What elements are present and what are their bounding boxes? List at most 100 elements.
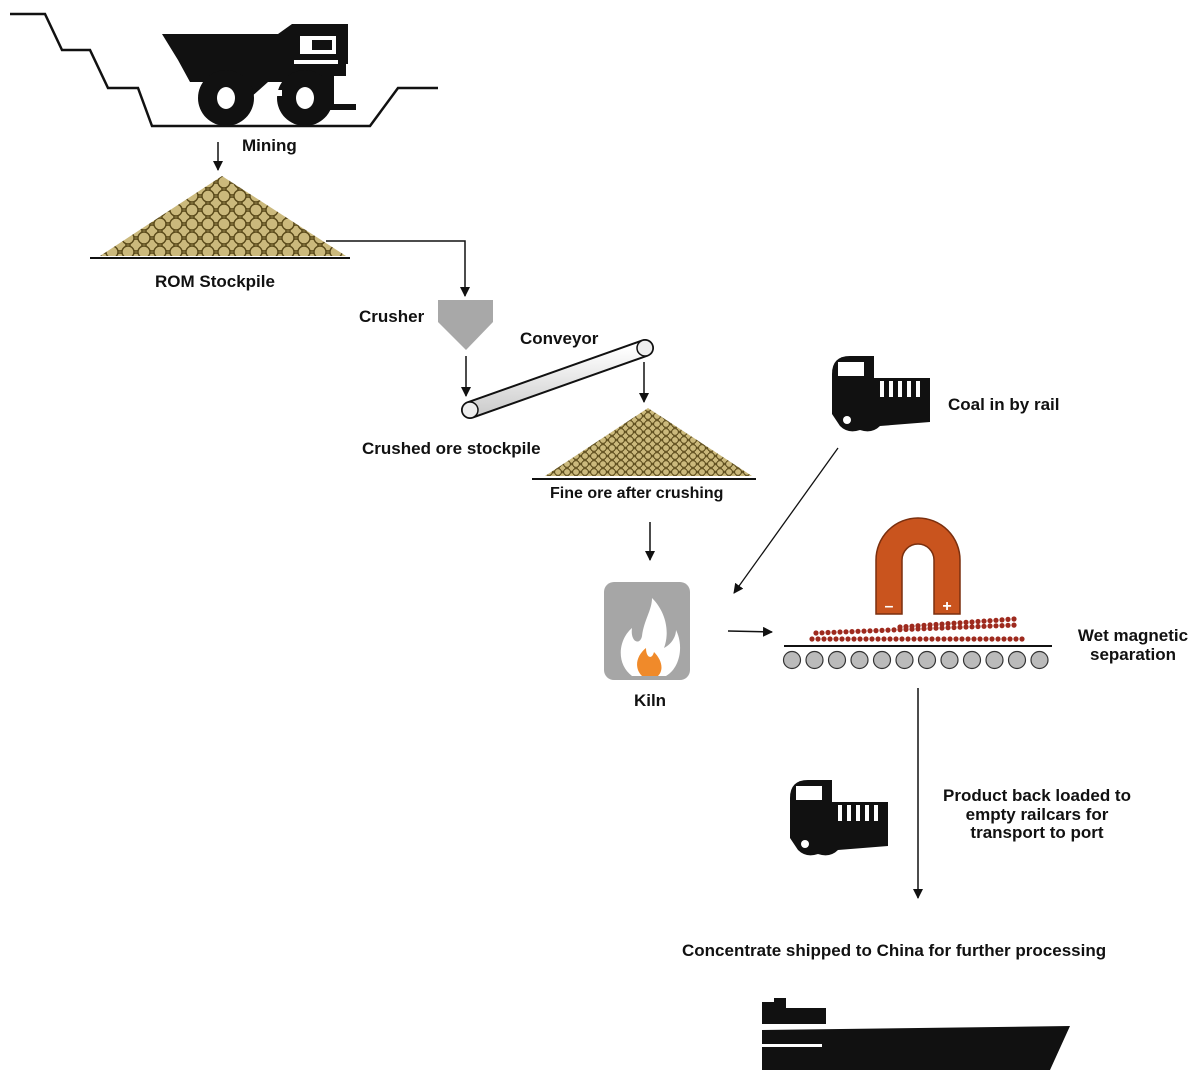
label-product-line-2: empty railcars for [965, 804, 1109, 824]
roller [962, 650, 982, 670]
roller [872, 650, 892, 670]
locomotive-icon [832, 356, 930, 432]
label-kiln: Kiln [633, 691, 667, 710]
magnetic-particle [969, 624, 975, 630]
label-rom-stockpile: ROM Stockpile [155, 272, 275, 291]
magnetic-particle [1005, 616, 1011, 623]
magnetic-particle [947, 636, 953, 642]
magnetic-particle [971, 636, 977, 642]
roller [1007, 650, 1027, 670]
roller [895, 650, 914, 670]
magnetic-particle [963, 624, 969, 630]
magnetic-particle [825, 629, 831, 636]
magnetic-particle [897, 624, 903, 630]
label-crushed-ore-stockpile: Crushed ore stockpile [362, 439, 541, 458]
magnetic-particle [881, 636, 887, 642]
magnetic-particle [993, 617, 999, 623]
magnetic-particle [963, 619, 969, 626]
arrow-kiln-to-separation [727, 626, 773, 637]
label-fine-ore: Fine ore after crushing [550, 485, 724, 502]
magnetic-particle [831, 629, 837, 635]
magnetic-particle [977, 636, 983, 642]
magnet-icon: – + [875, 517, 961, 615]
magnetic-particle [993, 623, 999, 629]
ship-icon [762, 998, 1070, 1070]
magnetic-particle [851, 636, 857, 642]
magnetic-particle [819, 630, 825, 636]
magnetic-particle [845, 636, 851, 642]
magnetic-particle [1007, 636, 1013, 642]
label-product-back-loaded: Product back loaded to empty railcars fo… [943, 786, 1131, 843]
magnetic-particle [933, 621, 939, 628]
magnetic-particle [923, 636, 929, 642]
magnetic-particle [995, 636, 1001, 642]
haul-truck-icon [162, 24, 356, 126]
label-wet-magnetic-separation-line-1: Wet magnetic [1077, 626, 1189, 645]
roller [805, 650, 824, 670]
magnetic-particle [917, 636, 923, 642]
magnetic-particle [837, 629, 843, 635]
roller [940, 650, 959, 670]
magnetic-particle [975, 623, 981, 630]
magnetic-particle [833, 636, 839, 642]
magnetic-particle [957, 624, 963, 630]
magnetic-particle [987, 623, 993, 629]
magnetic-particle [941, 636, 947, 642]
label-crusher: Crusher [359, 307, 425, 326]
magnetic-particle [989, 636, 995, 642]
magnetic-particle [939, 625, 945, 631]
magnetic-particle [855, 628, 861, 634]
label-product-line-1: Product back loaded to [943, 786, 1131, 805]
magnetic-particle [1011, 616, 1017, 622]
roller [782, 650, 802, 670]
magnetic-particle [959, 636, 965, 642]
magnetic-particle [987, 618, 993, 624]
label-mining: Mining [242, 136, 297, 155]
magnetic-particle [821, 636, 827, 642]
magnetic-particle [975, 618, 981, 625]
magnetic-particle [969, 619, 975, 625]
magnetic-particle [1011, 622, 1017, 628]
label-concentrate-shipped: Concentrate shipped to China for further… [682, 941, 1107, 960]
magnetic-particle [893, 636, 899, 642]
magnetic-particle [909, 623, 915, 629]
magnetic-particle [927, 622, 933, 628]
magnetic-particle [809, 636, 815, 642]
magnetic-particle [863, 636, 869, 642]
magnetic-particle [951, 624, 957, 631]
fine-ore-stockpile [532, 408, 756, 480]
magnetic-particle [879, 627, 885, 634]
magnetic-particle [867, 628, 873, 634]
magnetic-particle [1019, 636, 1025, 642]
arrow-rom-to-crusher [326, 240, 470, 297]
label-wet-magnetic-separation: Wet magnetic separation [1077, 626, 1189, 664]
kiln-icon [604, 582, 690, 680]
magnetic-particle [873, 628, 879, 634]
magnetic-particle [983, 636, 989, 642]
magnetic-particle [981, 623, 987, 629]
magnet-negative-pole: – [885, 598, 894, 615]
label-conveyor: Conveyor [520, 329, 599, 348]
magnetic-particle [903, 624, 909, 630]
magnetic-particle [1001, 636, 1007, 642]
magnetic-particles [809, 616, 1025, 642]
label-coal-in-by-rail: Coal in by rail [948, 395, 1060, 414]
label-wet-magnetic-separation-line-2: separation [1090, 644, 1176, 664]
magnetic-particle [869, 636, 875, 642]
arrow-coal-to-kiln [733, 447, 839, 594]
roller [985, 650, 1004, 670]
magnetic-particle [939, 621, 945, 627]
magnetic-particle [827, 636, 833, 642]
crusher-icon [438, 300, 493, 350]
magnetic-particle [905, 636, 911, 642]
mine-pit-outline [10, 12, 438, 128]
separator-rollers [782, 650, 1049, 670]
magnetic-particle [887, 636, 893, 642]
magnetic-particle [875, 636, 881, 642]
conveyor-icon [461, 339, 654, 419]
roller [850, 650, 869, 670]
roller [827, 650, 847, 670]
magnetic-particle [999, 623, 1005, 629]
roller [1030, 650, 1049, 670]
